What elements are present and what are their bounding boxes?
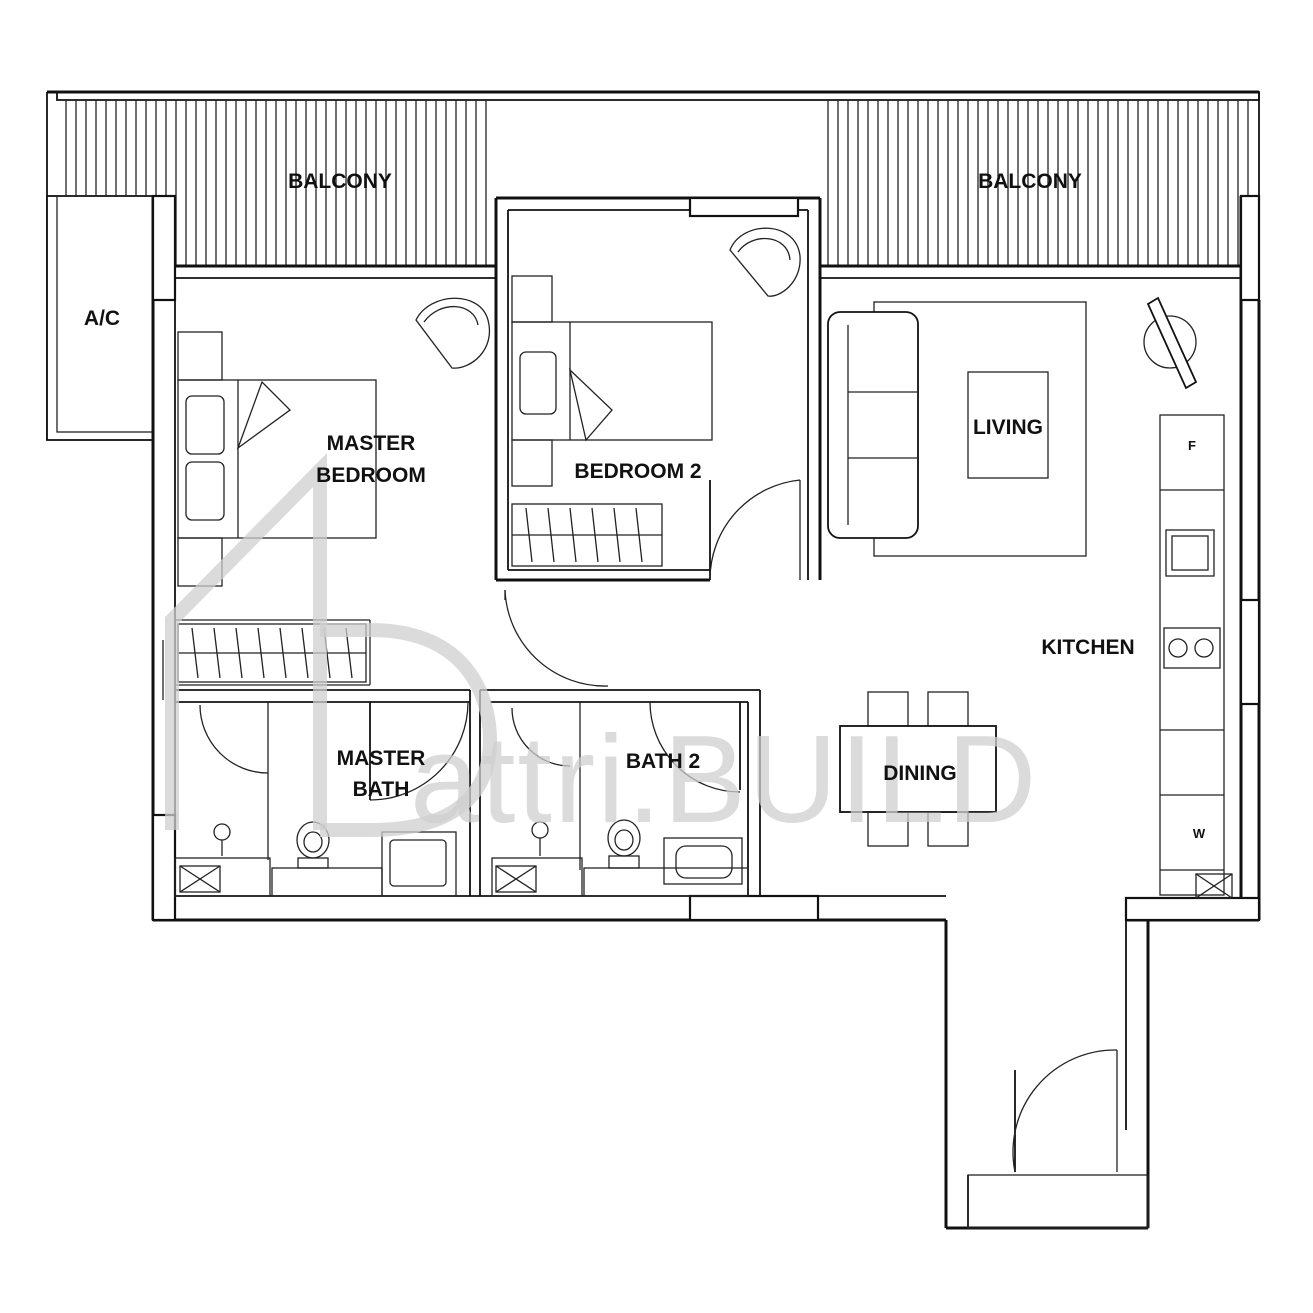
bedroom2-bed (511, 275, 713, 487)
hatch-line (235, 627, 243, 679)
doors (199, 479, 1118, 1173)
label-ac: A/C (84, 307, 120, 330)
living-sofa (827, 301, 1087, 557)
label-dining: DINING (883, 762, 957, 785)
label-living: LIVING (973, 416, 1043, 439)
label-washer: W (1193, 826, 1206, 841)
bedroom2-wardrobe (511, 503, 663, 567)
label-balcony-right: BALCONY (978, 170, 1082, 193)
kitchen-appliances (1163, 529, 1233, 899)
balcony-area (46, 90, 1260, 440)
label-kitchen: KITCHEN (1041, 636, 1134, 659)
balcony-hatching-left (65, 100, 487, 266)
ac-ledge (46, 195, 154, 441)
hatch-line (301, 627, 309, 679)
windows (151, 194, 1261, 922)
hatch-line (547, 507, 555, 563)
label-bath2: BATH 2 (626, 750, 700, 773)
label-master-bath-line1: MASTER (337, 747, 426, 770)
label-master-bath-line2: BATH (353, 778, 410, 801)
master-bed (177, 331, 377, 587)
hatch-line (279, 627, 287, 679)
balcony-hatching-right (827, 100, 1249, 266)
label-bedroom2: BEDROOM 2 (574, 460, 701, 483)
dining-set (839, 691, 997, 847)
hatch-line (569, 507, 577, 563)
master-chair (415, 297, 491, 369)
bath2-fixtures (491, 819, 749, 897)
label-fridge: F (1188, 438, 1196, 453)
label-balcony-left: BALCONY (288, 170, 392, 193)
hatch-line (525, 507, 533, 563)
watermark-text: attri.BUILD (410, 711, 1038, 849)
hatch-line (213, 627, 221, 679)
label-master-bedroom-line2: BEDROOM (316, 464, 426, 487)
bedroom2-chair (729, 227, 801, 297)
hatch-line (591, 507, 599, 563)
watermark-logo: attri.BUILD (165, 452, 1038, 849)
hatch-line (613, 507, 621, 563)
label-master-bedroom-line1: MASTER (327, 432, 416, 455)
hatch-line (191, 627, 199, 679)
living-lamp (1143, 296, 1198, 390)
hatch-line (257, 627, 265, 679)
hatch-line (635, 507, 643, 563)
room-labels: BALCONY BALCONY A/C MASTER BEDROOM BEDRO… (84, 170, 1206, 841)
